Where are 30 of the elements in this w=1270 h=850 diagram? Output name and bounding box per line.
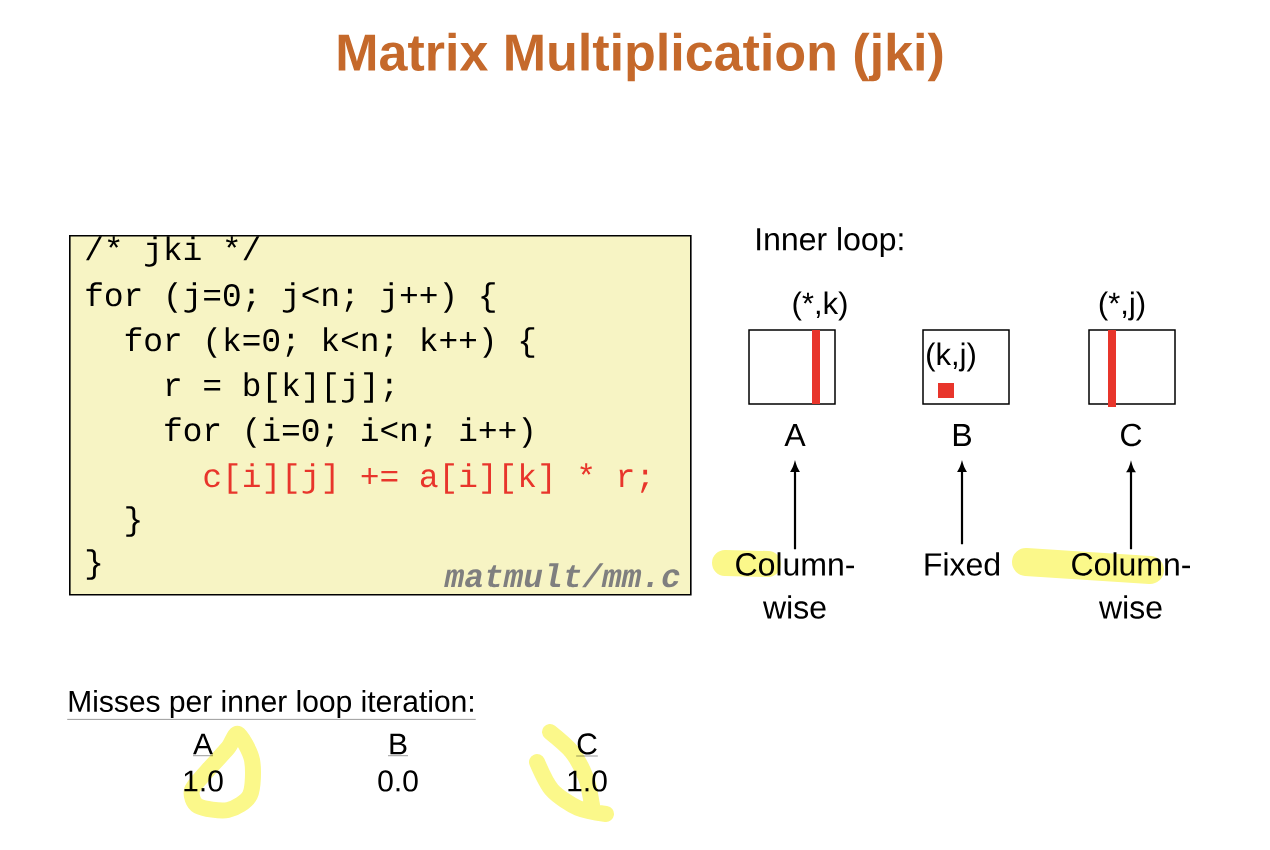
matrix-name: A — [784, 424, 806, 446]
file-name: matmult/mm.c — [444, 563, 680, 588]
column-header: A — [192, 733, 214, 756]
index-label: (k,j) — [927, 342, 975, 372]
access-label: Column- wise — [736, 552, 854, 619]
table-heading: Misses per inner loop iteration: — [67, 690, 476, 720]
column-header: B — [387, 733, 409, 756]
arrow — [1126, 463, 1136, 550]
arrow — [957, 463, 967, 545]
code-line: } — [86, 549, 101, 580]
index-label: (*,j) — [1099, 291, 1145, 321]
table-cell: 1.0 — [568, 770, 607, 792]
code-line: } — [126, 506, 140, 537]
title: Matrix Multiplication (jki) — [338, 32, 943, 82]
code-line: for (j=0; j<n; j++) { — [86, 282, 495, 313]
heading: Inner loop: — [757, 227, 903, 257]
code-line: for (i=0; i<n; i++) — [165, 417, 532, 448]
matrix-name: B — [953, 424, 971, 446]
access-label: Fixed — [925, 552, 1000, 576]
matrix-name: C — [1121, 423, 1142, 447]
code-line: for (k=0; k<n; k++) { — [125, 327, 535, 358]
code-line: r = b[k][j]; — [166, 372, 393, 403]
code-line: c[i][j] += a[i][k] * r; — [204, 463, 648, 494]
arrow — [790, 463, 800, 550]
index-label: (*,k) — [793, 291, 847, 321]
column-header: C — [575, 733, 599, 757]
access-label: Column- wise — [1072, 552, 1190, 619]
code-line: /* jki */ — [86, 236, 260, 267]
table-cell: 0.0 — [378, 770, 418, 792]
table-cell: 1.0 — [184, 770, 223, 792]
